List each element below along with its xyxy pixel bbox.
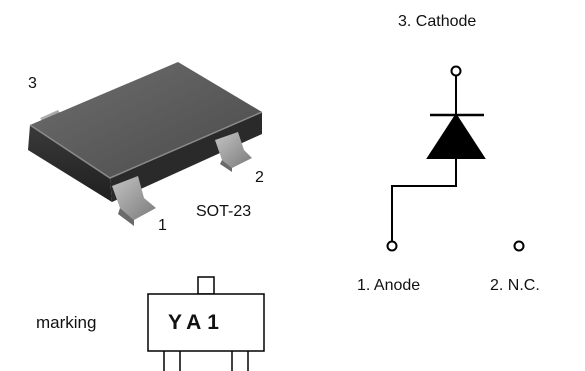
marking-package-outline [147,276,265,371]
pin3-number-label: 3 [28,75,37,92]
pin1-lead [112,176,156,220]
anode-terminal [386,240,398,252]
package-name-label: SOT-23 [196,203,252,220]
cathode-terminal [450,65,462,77]
anode-lead-wire [391,158,457,241]
marking-body [147,293,265,352]
package-body-top [30,62,262,178]
marking-label: marking [36,313,97,332]
sot23-package-illustration [28,62,263,226]
anode-triangle [426,113,486,159]
pin1-number-label: 1 [158,217,167,234]
package-body-front [28,125,112,202]
marking-code: YA1 [168,311,225,334]
cathode-label: 3. Cathode [398,13,477,30]
nc-terminal [513,240,525,252]
anode-label: 1. Anode [357,277,421,294]
package-body-right [110,112,262,202]
pin2-number-label: 2 [255,169,264,186]
marking-top-lead [197,276,215,295]
pin2-lead [215,132,252,168]
nc-label: 2. N.C. [490,277,540,294]
diode-symbol [386,65,525,252]
